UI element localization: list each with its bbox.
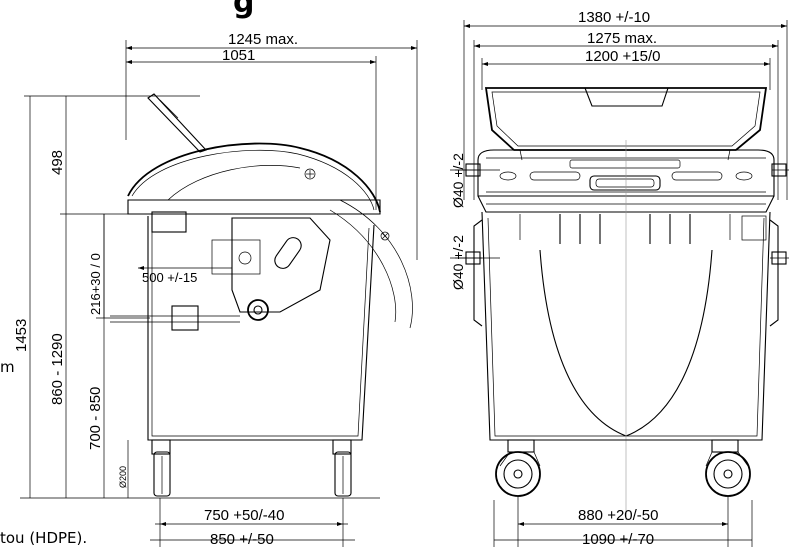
- dim-base-width: 1090 +/-70: [582, 531, 654, 547]
- front-top-dimensions: 1380 +/-10 1275 max. 1200 +15/0: [463, 9, 788, 200]
- dim-base: 850 +/-50: [210, 531, 274, 547]
- front-bottom-dimensions: 880 +20/-50 1090 +/-70: [493, 496, 753, 547]
- front-view: 1380 +/-10 1275 max. 1200 +15/0 Ø40 +/-2…: [450, 9, 789, 547]
- dim-lid-height: 498: [49, 150, 66, 175]
- dim-body-depth: 1051: [222, 47, 255, 64]
- bottom-text-fragment: tou (HDPE).: [0, 529, 87, 547]
- header-fragment: g: [233, 0, 254, 20]
- dim-wheel: Ø200: [118, 466, 128, 488]
- dim-width-max: 1275 max.: [587, 30, 657, 47]
- front-casters: [495, 439, 751, 497]
- dim-wheelbase: 750 +50/-40: [204, 507, 285, 524]
- side-view: 1245 max. 1051 498 1453 860 - 1290 700 -…: [13, 31, 418, 547]
- front-bin-body: [450, 140, 789, 520]
- dim-overall-width: 1380 +/-10: [578, 9, 650, 26]
- dim-lower-pin: Ø40 +/-2: [450, 235, 466, 290]
- side-bin-body: 500 +/-15: [110, 93, 413, 497]
- dim-upper-pin: Ø40 +/-2: [450, 153, 466, 208]
- dim-body-width: 1200 +15/0: [585, 48, 661, 65]
- dim-pivot-height: 216+30 / 0: [88, 253, 103, 315]
- side-bottom-dimensions: 750 +50/-40 850 +/-50: [150, 498, 355, 547]
- dim-total-height: 1453: [13, 319, 30, 352]
- front-side-dimensions: Ø40 +/-2 Ø40 +/-2: [450, 153, 500, 290]
- dim-height-range: 860 - 1290: [49, 333, 66, 405]
- dim-pivot-offset: 500 +/-15: [142, 270, 197, 285]
- dim-wheel-track: 880 +20/-50: [578, 507, 659, 524]
- side-top-dimensions: 1245 max. 1051: [125, 31, 418, 260]
- left-text-fragment: m: [0, 358, 15, 376]
- dim-overall-depth: 1245 max.: [228, 31, 298, 48]
- dim-lower-height: 700 - 850: [87, 387, 104, 450]
- front-rim: [450, 149, 789, 213]
- side-left-dimensions: 498 1453 860 - 1290 700 - 850 216+30 / 0…: [13, 95, 380, 499]
